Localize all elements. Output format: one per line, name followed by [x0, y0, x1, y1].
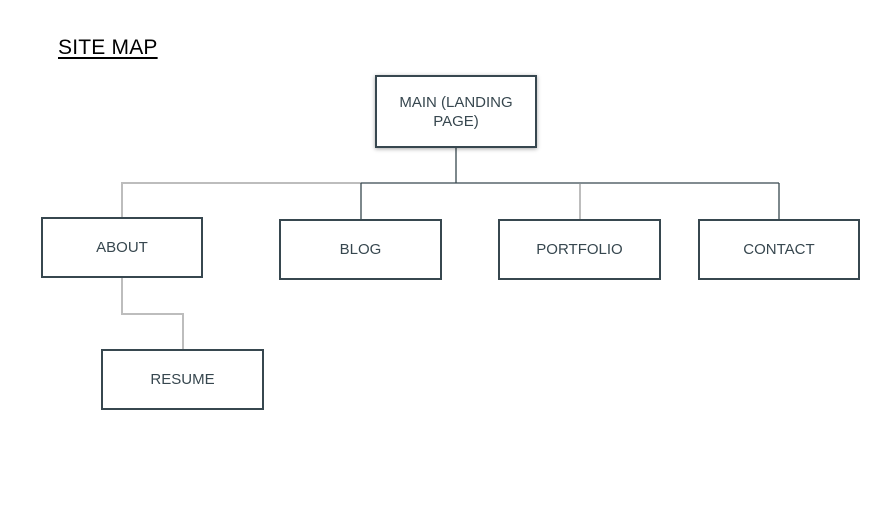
node-main[interactable]: MAIN (LANDING PAGE) — [375, 75, 537, 148]
node-contact-label: CONTACT — [743, 241, 815, 258]
node-blog[interactable]: BLOG — [279, 219, 442, 280]
node-about-label: ABOUT — [96, 239, 148, 256]
node-portfolio-label: PORTFOLIO — [536, 241, 623, 258]
node-blog-label: BLOG — [339, 241, 382, 258]
page-title: SITE MAP — [58, 36, 158, 59]
connector-about-resume — [121, 278, 184, 350]
connector-main-about — [121, 182, 361, 218]
node-portfolio[interactable]: PORTFOLIO — [498, 219, 661, 280]
node-resume[interactable]: RESUME — [101, 349, 264, 410]
node-resume-label: RESUME — [150, 371, 215, 388]
node-contact[interactable]: CONTACT — [698, 219, 860, 280]
node-main-label: MAIN (LANDING PAGE) — [399, 93, 513, 130]
node-about[interactable]: ABOUT — [41, 217, 203, 278]
